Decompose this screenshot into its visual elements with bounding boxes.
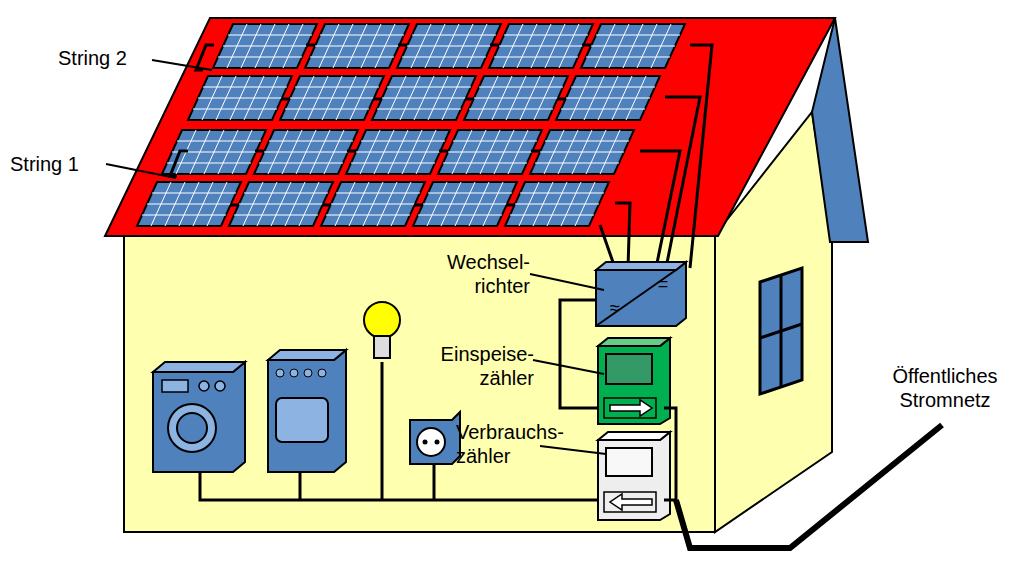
panel-grid: [412, 35, 496, 36]
panel-grid: [504, 35, 588, 36]
panel-grid: [264, 152, 348, 153]
solar-panel: [254, 130, 358, 174]
solar-panel: [581, 24, 685, 68]
ac-symbol: ≈: [604, 296, 626, 320]
panel-grid: [295, 87, 379, 88]
string-label: String 1: [10, 152, 106, 176]
solar-panel: [556, 76, 660, 120]
panel-grid: [234, 215, 318, 216]
panel-grid: [152, 193, 236, 194]
panel-grid: [356, 152, 440, 153]
panel-grid: [474, 98, 558, 99]
panel-grid: [423, 204, 507, 205]
panel-grid: [326, 215, 410, 216]
panel-grid: [428, 193, 512, 194]
solar-panel: [305, 24, 409, 68]
solar-panel: [413, 182, 517, 226]
panel-grid: [167, 163, 251, 164]
panel-grid: [331, 204, 415, 205]
solar-panel: [464, 76, 568, 120]
solar-panel: [280, 76, 384, 120]
panel-grid: [586, 57, 670, 58]
panel-grid: [351, 163, 435, 164]
panel-grid: [336, 193, 420, 194]
panel-grid: [223, 46, 307, 47]
panel-grid: [561, 109, 645, 110]
panel-grid: [320, 35, 404, 36]
panel-grid: [269, 141, 353, 142]
panel-grid: [448, 152, 532, 153]
panel-grid: [566, 98, 650, 99]
panel-grid: [443, 163, 527, 164]
string-label: String 2: [58, 46, 154, 70]
panel-grid: [239, 204, 323, 205]
solar-panel: [438, 130, 542, 174]
panel-grid: [177, 141, 261, 142]
panel-grid: [377, 109, 461, 110]
panel-grid: [479, 87, 563, 88]
panel-grid: [361, 141, 445, 142]
panel-grid: [244, 193, 328, 194]
panel-grid: [259, 163, 343, 164]
panel-grid: [193, 109, 277, 110]
panel-grid: [591, 46, 675, 47]
panel-grid: [203, 87, 287, 88]
panel-grid: [407, 46, 491, 47]
inverter-label: Wechsel- richter: [430, 250, 530, 298]
panel-grid: [310, 57, 394, 58]
panel-grid: [535, 163, 619, 164]
meter-label: Einspeise- zähler: [414, 342, 534, 390]
panel-grid: [540, 152, 624, 153]
panel-grid: [499, 46, 583, 47]
solar-panel: [321, 182, 425, 226]
solar-panel: [505, 182, 609, 226]
panel-grid: [596, 35, 680, 36]
panel-grid: [198, 98, 282, 99]
panel-grid: [290, 98, 374, 99]
panel-grid: [453, 141, 537, 142]
panel-grid: [545, 141, 629, 142]
panel-grid: [402, 57, 486, 58]
solar-panel: [137, 182, 241, 226]
panel-grid: [469, 109, 553, 110]
meter-label: Verbrauchs- zähler: [456, 420, 606, 468]
solar-panel: [346, 130, 450, 174]
panel-grid: [510, 215, 594, 216]
panel-grid: [382, 98, 466, 99]
panel-grid: [387, 87, 471, 88]
solar-panel: [162, 130, 266, 174]
panel-grid: [520, 193, 604, 194]
panel-grid: [228, 35, 312, 36]
dc-symbol: =: [652, 272, 674, 296]
panel-grid: [147, 204, 231, 205]
panel-grid: [142, 215, 226, 216]
solar-panel: [530, 130, 634, 174]
solar-panel: [188, 76, 292, 120]
panel-grid: [515, 204, 599, 205]
grid-label: Öffentliches Stromnetz: [871, 364, 1019, 412]
panel-grid: [418, 215, 502, 216]
solar-panel: [397, 24, 501, 68]
solar-panel: [489, 24, 593, 68]
panel-grid: [571, 87, 655, 88]
solar-panel: [229, 182, 333, 226]
solar-panel: [372, 76, 476, 120]
solar-panel: [213, 24, 317, 68]
panel-grid: [218, 57, 302, 58]
panel-grid: [285, 109, 369, 110]
panel-grid: [494, 57, 578, 58]
panel-grid: [315, 46, 399, 47]
